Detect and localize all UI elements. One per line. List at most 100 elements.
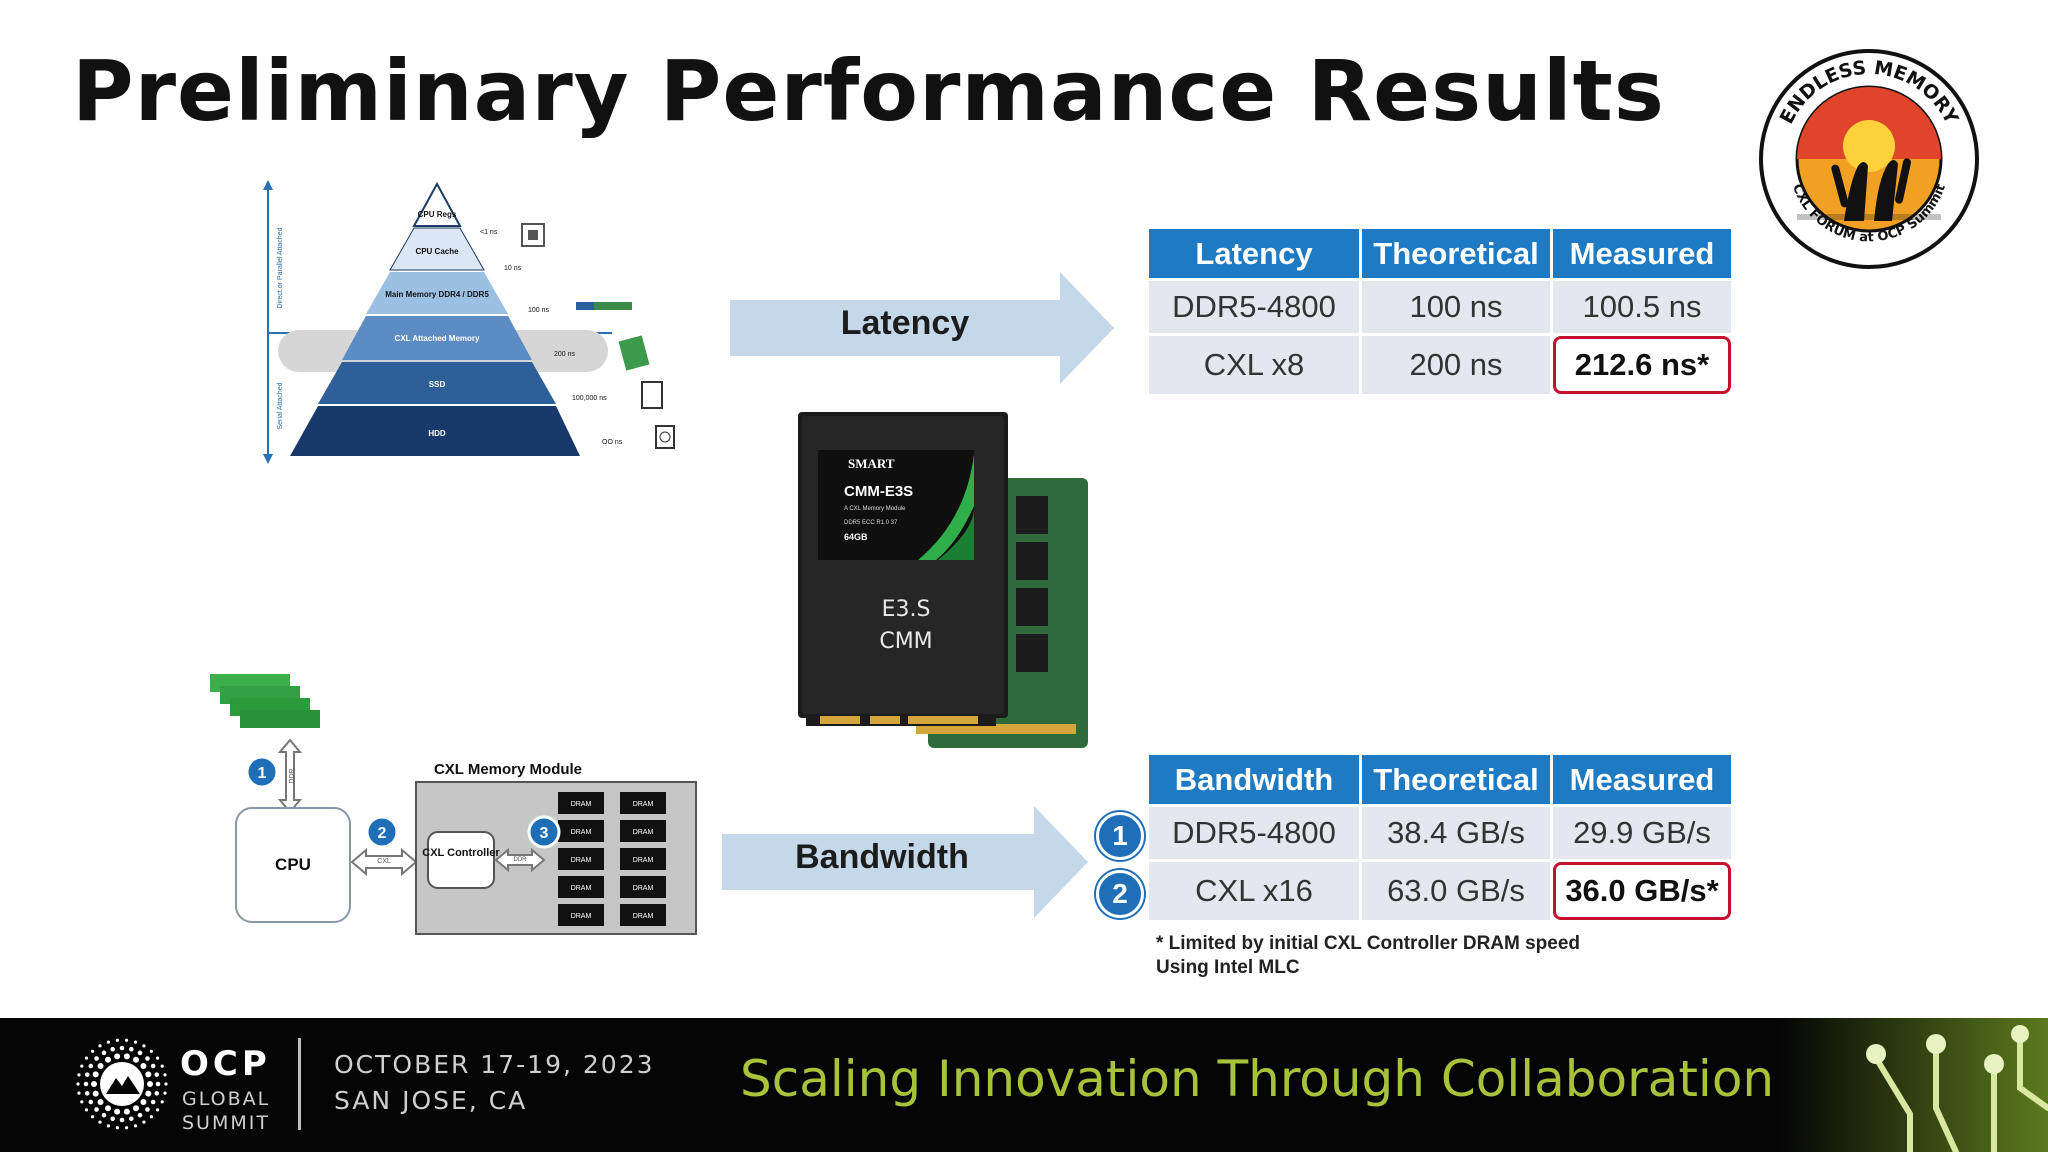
- ocp-logo-icon: [72, 1034, 172, 1134]
- dram-chip: [620, 792, 666, 814]
- device-spec: DDR5 ECC R1.0 37: [844, 520, 898, 526]
- link-label-ddr-2: DDR: [514, 857, 528, 863]
- footnote-line: Using Intel MLC: [1156, 957, 1300, 978]
- tier-label: Main Memory DDR4 / DDR5: [385, 290, 489, 299]
- theoretical-value: 200 ns: [1362, 336, 1550, 394]
- cxl-module-icon: [618, 335, 650, 371]
- cpu-label: CPU: [275, 855, 311, 874]
- tier-label: CXL Attached Memory: [395, 334, 480, 343]
- dram-chip-label: DRAM: [571, 885, 592, 892]
- footnote-line: * Limited by initial CXL Controller DRAM…: [1156, 933, 1581, 954]
- measured-value: 29.9 GB/s: [1553, 807, 1731, 859]
- footer-tagline: Scaling Innovation Through Collaboration: [740, 1050, 1775, 1108]
- dimm-icon: [576, 302, 632, 310]
- cxl-memory-diagram: DDR CPU CXL CXL Memory Module CXL Contro…: [206, 668, 706, 944]
- dram-chip: [620, 848, 666, 870]
- theoretical-value: 38.4 GB/s: [1362, 807, 1550, 859]
- dram-chip-label: DRAM: [571, 801, 592, 808]
- dram-chip-label: DRAM: [571, 913, 592, 920]
- dram-chip: [558, 876, 604, 898]
- tier-label: SSD: [429, 380, 446, 389]
- column-header: Measured: [1553, 229, 1731, 278]
- row-label: DDR5-4800: [1149, 281, 1359, 333]
- column-header: Theoretical: [1362, 229, 1550, 278]
- ocp-wordmark: OCP: [180, 1044, 271, 1084]
- column-header: Latency: [1149, 229, 1359, 278]
- footnote: * Limited by initial CXL Controller DRAM…: [1156, 932, 1580, 980]
- tier-latency: OO ns: [602, 439, 623, 446]
- dram-chip-label: DRAM: [633, 829, 654, 836]
- latency-arrow-label: Latency: [840, 304, 970, 342]
- table-row: CXL x8 200 ns 212.6 ns*: [1149, 336, 1731, 394]
- device-capacity: 64GB: [844, 532, 868, 542]
- cxl-controller-box: [427, 831, 495, 889]
- dram-chip-label: DRAM: [633, 913, 654, 920]
- tier-label: CPU Regs: [418, 210, 457, 219]
- latency-arrow: Latency: [730, 272, 1114, 384]
- dram-chip-grid: DRAM DRAM DRAM DRAM DRAM DRAM DRAM DRAM DRAM DRAM: [558, 792, 666, 926]
- link-label-ddr: DDR: [289, 768, 296, 783]
- endless-memory-logo: ENDLESS MEMORY CXL FORUM at OCP Summit: [1756, 46, 1982, 272]
- dram-chip: [558, 820, 604, 842]
- column-header: Measured: [1553, 755, 1731, 804]
- ocp-summit: SUMMIT: [182, 1112, 270, 1134]
- device-brand: SMART: [848, 456, 895, 471]
- latency-table: Latency Theoretical Measured DDR5-4800 1…: [1146, 226, 1734, 397]
- dimm-stack-icon: [210, 674, 320, 728]
- device-model: CMM-E3S: [844, 483, 913, 500]
- row-label: DDR5-4800: [1149, 807, 1359, 859]
- axis-label-serial: Serial Attached: [277, 382, 284, 429]
- tier-label: HDD: [428, 429, 446, 438]
- bandwidth-table: Bandwidth Theoretical Measured DDR5-4800…: [1146, 752, 1734, 923]
- dram-chip: [558, 904, 604, 926]
- dram-chip: [558, 848, 604, 870]
- dram-chip-label: DRAM: [571, 829, 592, 836]
- tier-latency: 10 ns: [504, 265, 522, 272]
- dram-chip-label: DRAM: [633, 857, 654, 864]
- device-form-factor: E3.S: [882, 597, 931, 622]
- cmm-e3s-device-image: SMART CMM-E3S A CXL Memory Module DDR5 E…: [798, 410, 1098, 762]
- measured-value: 100.5 ns: [1553, 281, 1731, 333]
- bandwidth-badge-2: 2: [1096, 870, 1144, 918]
- device-subtitle: A CXL Memory Module: [844, 506, 906, 512]
- memory-hierarchy-pyramid: Direct or Parallel Attached Serial Attac…: [262, 178, 682, 468]
- table-row: DDR5-4800 100 ns 100.5 ns: [1149, 281, 1731, 333]
- table-row: CXL x16 63.0 GB/s 36.0 GB/s*: [1149, 862, 1731, 920]
- device-type: CMM: [879, 629, 932, 654]
- circuit-decoration: [1780, 1018, 2048, 1155]
- cpu-box: [235, 807, 351, 923]
- measured-value-highlighted: 36.0 GB/s*: [1553, 862, 1731, 920]
- dram-chip-label: DRAM: [633, 801, 654, 808]
- theoretical-value: 63.0 GB/s: [1362, 862, 1550, 920]
- dram-chip: [620, 820, 666, 842]
- dram-chip: [558, 792, 604, 814]
- axis-label-direct: Direct or Parallel Attached: [277, 227, 284, 308]
- tier-latency: 100 ns: [528, 307, 550, 314]
- tier-latency: <1 ns: [480, 229, 498, 236]
- theoretical-value: 100 ns: [1362, 281, 1550, 333]
- measured-value-highlighted: 212.6 ns*: [1553, 336, 1731, 394]
- link-label-cxl: CXL: [377, 858, 391, 865]
- ocp-global: GLOBAL: [182, 1088, 271, 1110]
- tier-latency: 200 ns: [554, 351, 576, 358]
- table-row: DDR5-4800 38.4 GB/s 29.9 GB/s: [1149, 807, 1731, 859]
- event-location: SAN JOSE, CA: [334, 1086, 528, 1115]
- tier-label: CPU Cache: [415, 247, 459, 256]
- badge-1: 1: [258, 765, 267, 782]
- column-header: Bandwidth: [1149, 755, 1359, 804]
- bandwidth-badge-1: 1: [1096, 812, 1144, 860]
- table-header-row: Latency Theoretical Measured: [1149, 229, 1731, 278]
- tier-latency: 100,000 ns: [572, 395, 607, 402]
- dram-chip-label: DRAM: [633, 885, 654, 892]
- bandwidth-arrow-label: Bandwidth: [795, 838, 969, 876]
- column-header: Theoretical: [1362, 755, 1550, 804]
- hdd-icon: [655, 425, 675, 449]
- dram-chip-label: DRAM: [571, 857, 592, 864]
- badge-2: 2: [378, 825, 387, 842]
- slide-title: Preliminary Performance Results: [72, 42, 1665, 140]
- cpu-chip-icon: [521, 223, 545, 247]
- footer-divider: [298, 1038, 301, 1130]
- table-header-row: Bandwidth Theoretical Measured: [1149, 755, 1731, 804]
- cxl-controller-label: CXL Controller: [422, 847, 500, 859]
- dram-chip: [620, 904, 666, 926]
